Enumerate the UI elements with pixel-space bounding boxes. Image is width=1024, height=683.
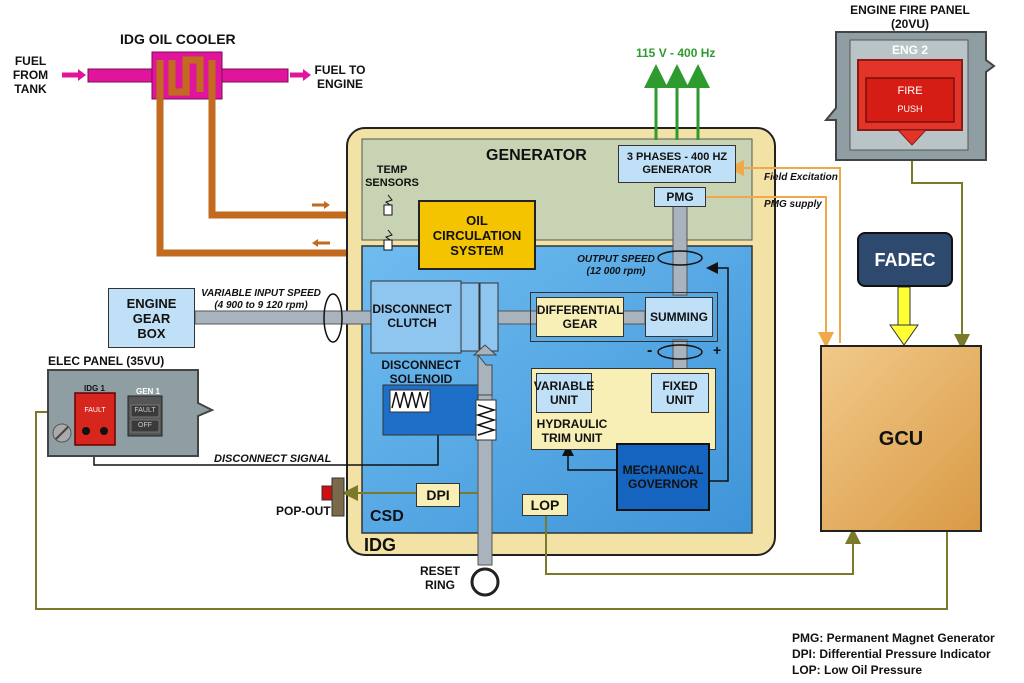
legend-pmg: PMG: Permanent Magnet Generator: [792, 631, 995, 645]
idg-label: IDG: [364, 535, 397, 555]
fuel-to-engine-label: FUEL TO ENGINE: [314, 63, 366, 91]
popout-label: POP-OUT: [276, 504, 331, 518]
excitation-lines: [706, 160, 841, 348]
input-speed-value: (4 900 to 9 120 rpm): [214, 300, 308, 311]
elec-panel-title: ELEC PANEL (35VU): [48, 354, 165, 368]
engine-gearbox: ENGINE GEAR BOX: [108, 288, 195, 348]
gcu-box: GCU: [820, 345, 982, 532]
input-speed-text: VARIABLE INPUT SPEED: [201, 288, 321, 299]
power-output-lines: [644, 64, 710, 140]
gen1-fault-indicator: FAULT: [134, 407, 156, 414]
hydraulic-trim-label: HYDRAULIC TRIM UNIT: [536, 417, 608, 445]
lop-box: LOP: [522, 494, 568, 516]
dpi-box: DPI: [416, 483, 460, 507]
output-speed-value: (12 000 rpm): [586, 266, 646, 277]
temp-sensors-label: TEMP SENSORS: [365, 164, 419, 189]
input-rotation-icon: [323, 293, 343, 343]
oil-circulation-system: OIL CIRCULATION SYSTEM: [418, 200, 536, 270]
field-excitation-label: Field Excitation: [764, 172, 838, 183]
output-rotation-icon: [657, 250, 703, 266]
idg1-label: IDG 1: [84, 384, 105, 393]
reset-ring-label: RESET RING: [419, 564, 460, 592]
gen1-label: GEN 1: [136, 387, 161, 396]
disconnect-clutch-label: DISCONNECT CLUTCH: [372, 302, 452, 330]
three-phase-generator: 3 PHASES - 400 HZ GENERATOR: [618, 145, 736, 183]
fadec-box: FADEC: [857, 232, 953, 287]
clutch-shape: [370, 280, 499, 354]
input-speed-label: VARIABLE INPUT SPEED (4 900 to 9 120 rpm…: [196, 288, 326, 312]
output-speed-text: OUTPUT SPEED: [577, 254, 655, 265]
legend-lop: LOP: Low Oil Pressure: [792, 663, 923, 677]
gen1-off-button[interactable]: OFF: [138, 422, 152, 429]
fire-panel-eng-label: ENG 2: [891, 43, 928, 57]
disconnect-solenoid-label: DISCONNECT SOLENOID: [381, 358, 461, 386]
output-speed-label: OUTPUT SPEED (12 000 rpm): [566, 254, 666, 278]
variable-unit-box: VARIABLE UNIT: [534, 373, 594, 413]
idg1-fault-button[interactable]: FAULT: [84, 407, 106, 414]
governor-feedback-line: [706, 262, 729, 482]
fire-button-label: FIRE: [897, 85, 923, 97]
fire-panel-frame: [823, 31, 996, 161]
summing-plus-sign: +: [713, 342, 722, 358]
pmg-box: PMG: [654, 187, 706, 207]
differential-gear-box: DIFFERENTIAL GEAR: [536, 297, 624, 337]
fuel-from-tank-label: FUEL FROM TANK: [12, 54, 49, 96]
popout-indicator[interactable]: [331, 477, 345, 517]
fire-panel-title: ENGINE FIRE PANEL (20VU): [850, 3, 970, 31]
csd-label: CSD: [370, 508, 404, 525]
summing-minus-sign: -: [647, 342, 653, 359]
mechanical-governor-box: MECHANICAL GOVERNOR: [616, 443, 710, 511]
fadec-link: [897, 286, 911, 328]
push-button-label: PUSH: [897, 104, 923, 114]
temp-sensor-icon: [383, 194, 393, 251]
reset-ring-icon[interactable]: [470, 567, 500, 597]
legend-dpi: DPI: Differential Pressure Indicator: [792, 647, 991, 661]
fixed-unit-box: FIXED UNIT: [651, 373, 709, 413]
oil-cooler-title: IDG OIL COOLER: [120, 31, 236, 47]
generator-title: GENERATOR: [486, 147, 587, 164]
elec-panel-frame: [47, 369, 215, 457]
disconnect-signal-label: DISCONNECT SIGNAL: [214, 453, 332, 465]
pmg-supply-label: PMG supply: [764, 199, 822, 210]
summing-rotation-icon: [657, 344, 703, 360]
power-output-label: 115 V - 400 Hz: [636, 46, 716, 60]
fire-push-button[interactable]: FIRE PUSH: [866, 78, 954, 122]
summing-box: SUMMING: [645, 297, 713, 337]
